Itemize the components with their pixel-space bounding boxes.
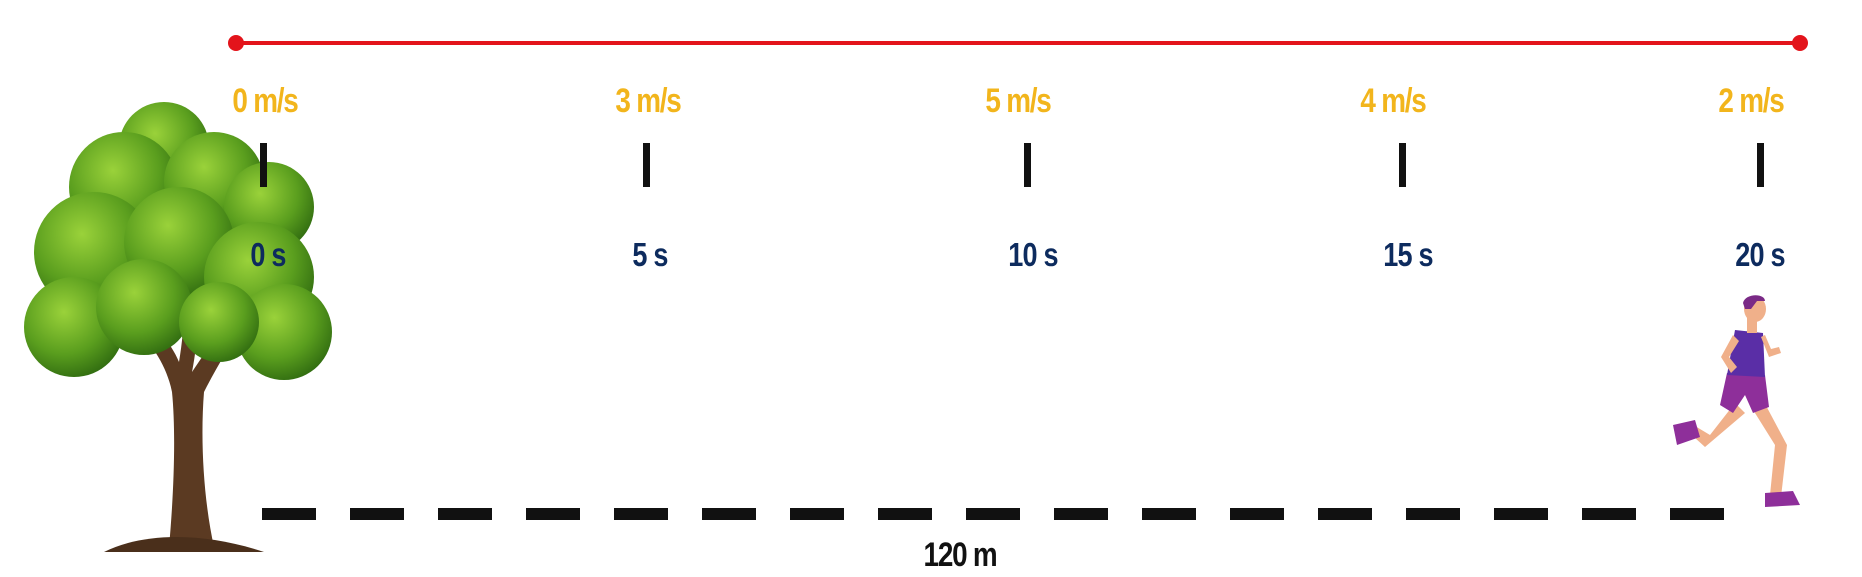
speed-label: 2 m/s: [1718, 82, 1784, 120]
time-tick: [1757, 143, 1764, 187]
time-tick: [1024, 143, 1031, 187]
time-label: 5 s: [632, 236, 668, 273]
time-label: 10 s: [1008, 236, 1058, 273]
speed-label: 5 m/s: [985, 82, 1051, 120]
time-tick: [1399, 143, 1406, 187]
span-line: [236, 41, 1800, 45]
speed-label: 4 m/s: [1360, 82, 1426, 120]
distance-path: [262, 508, 1740, 520]
speed-label: 0 m/s: [232, 82, 298, 120]
time-label: 15 s: [1383, 236, 1433, 273]
speed-label: 3 m/s: [615, 82, 681, 120]
time-label: 0 s: [250, 236, 286, 273]
time-tick: [643, 143, 650, 187]
span-start-dot: [228, 35, 244, 51]
tree-icon: [24, 102, 332, 552]
time-tick: [260, 143, 267, 187]
runner-icon: [1673, 295, 1800, 507]
distance-label: 120 m: [923, 536, 998, 574]
time-label: 20 s: [1735, 236, 1785, 273]
span-end-dot: [1792, 35, 1808, 51]
